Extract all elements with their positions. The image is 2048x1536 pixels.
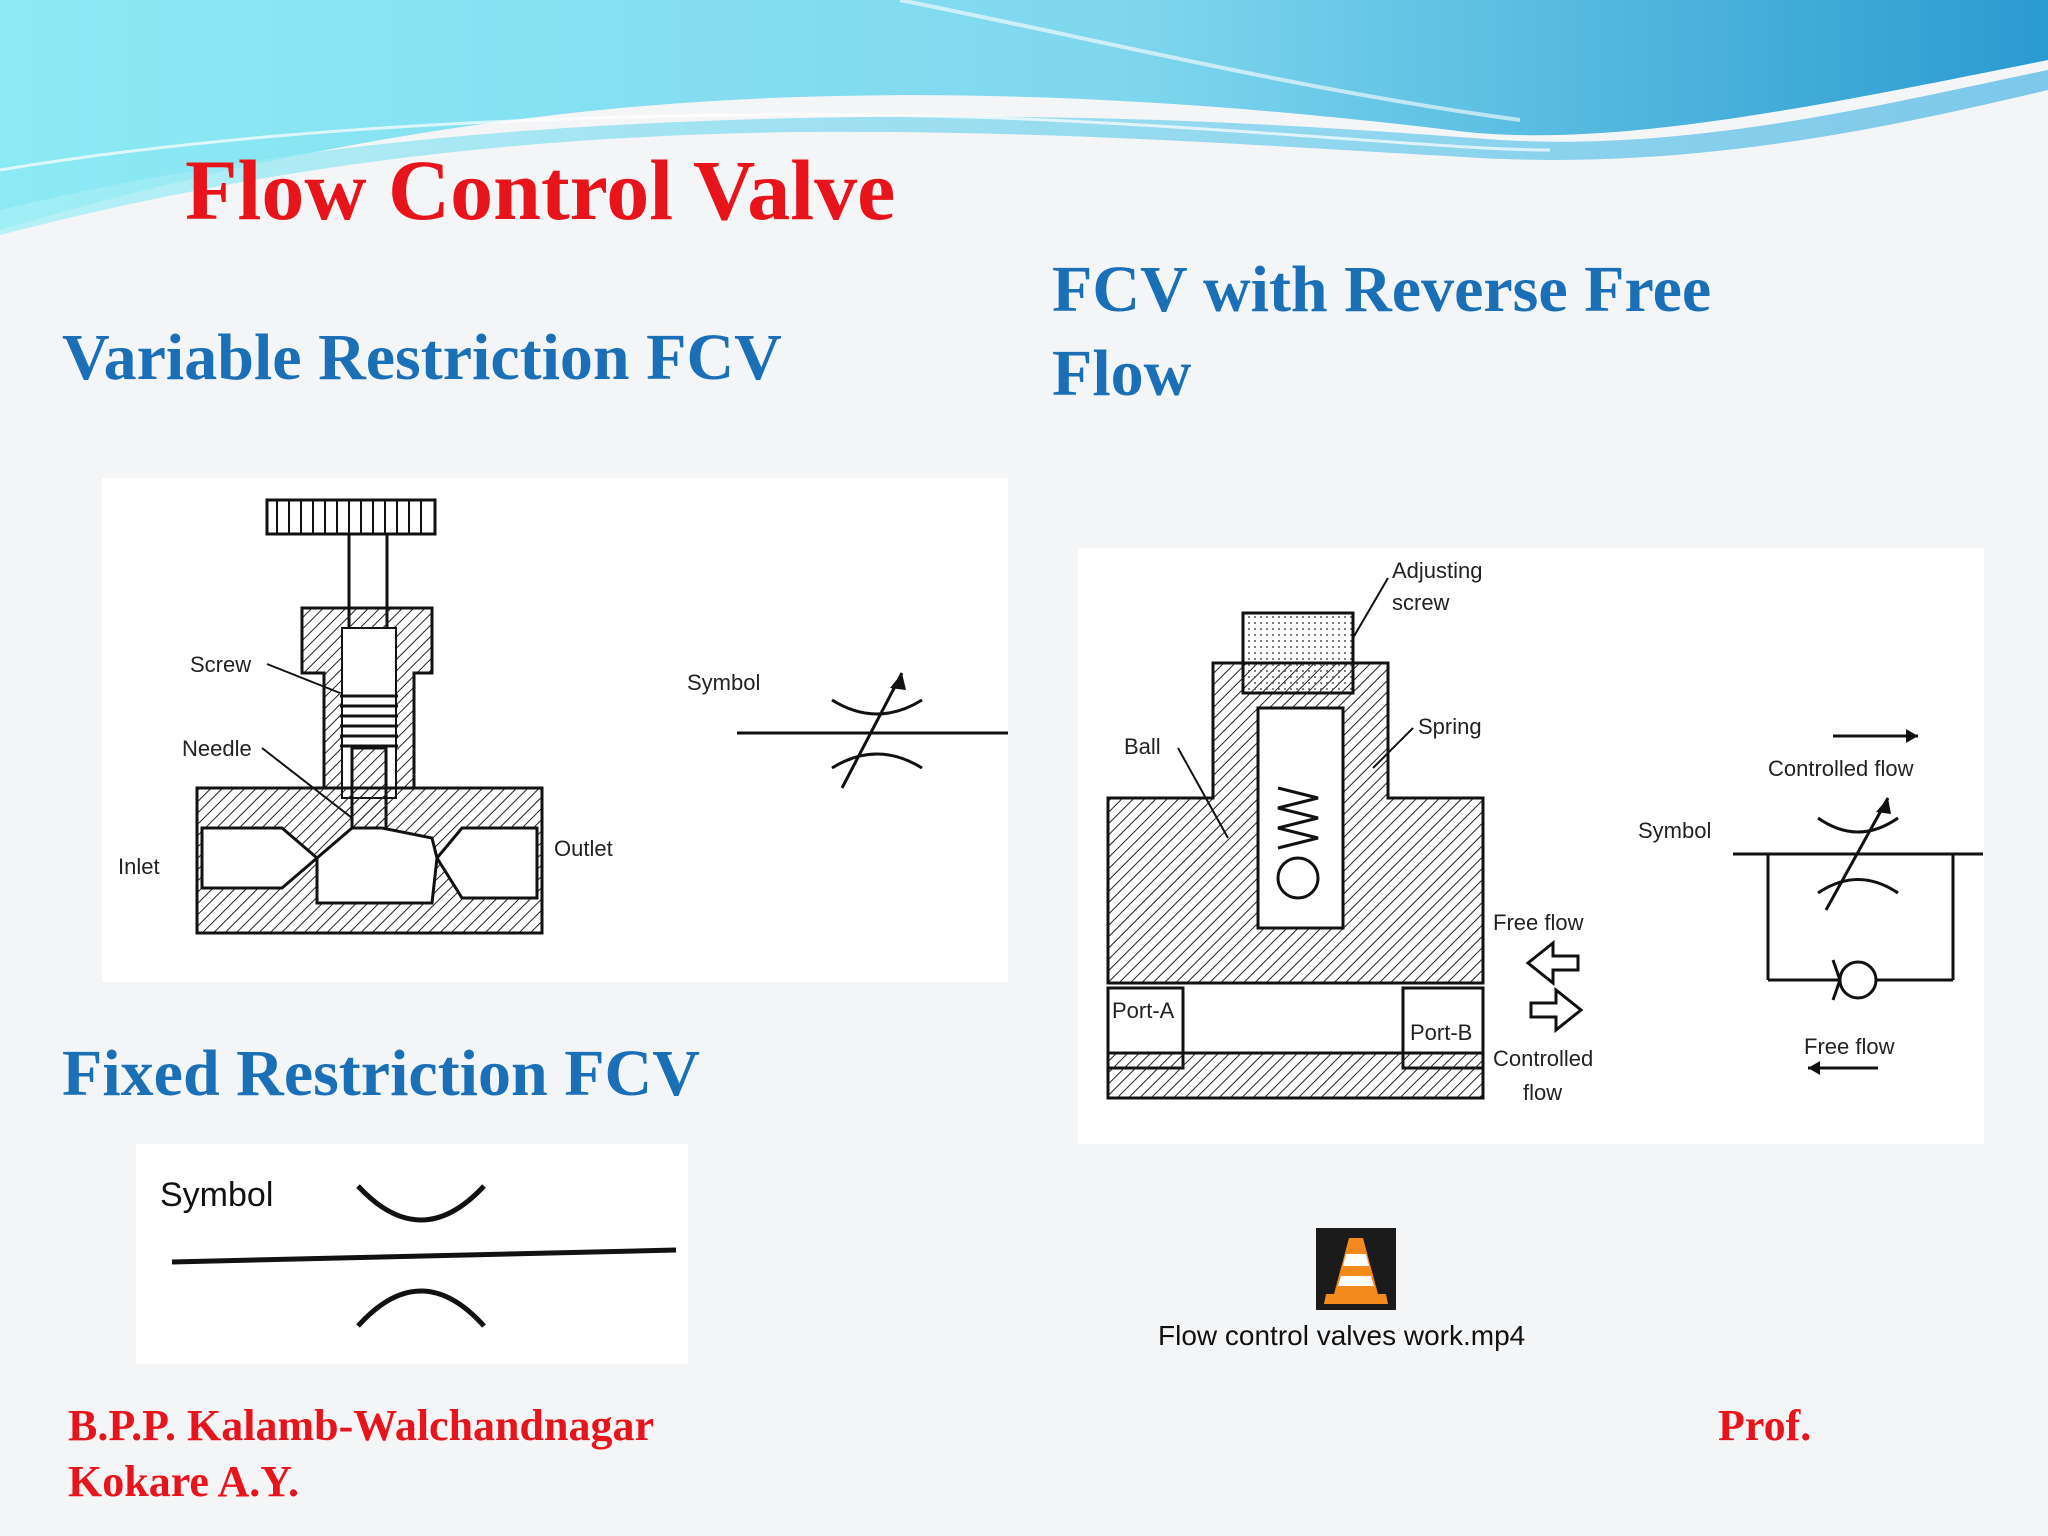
inlet-label: Inlet [118,854,160,879]
controlled-label-2: flow [1523,1080,1562,1105]
reverse-free-flow-diagram: Adjusting screw Spring Ball Port-A Port-… [1078,548,1984,1144]
outlet-label: Outlet [554,836,613,861]
reverse-symbol-label: Symbol [1638,818,1711,843]
fixed-restriction-symbol-diagram: Symbol [136,1144,688,1364]
footer-author: Kokare A.Y. [68,1457,300,1506]
fixed-symbol-label: Symbol [160,1176,273,1214]
symbol-controlled-flow-label: Controlled flow [1768,756,1914,781]
free-flow-label: Free flow [1493,910,1584,935]
fixed-restriction-heading: Fixed Restriction FCV [62,1037,700,1110]
vlc-cone-icon [1316,1228,1396,1310]
needle-label: Needle [182,736,252,761]
adjusting-label-2: screw [1392,590,1450,615]
variable-restriction-heading: Variable Restriction FCV [62,321,782,394]
port-b-label: Port-B [1410,1020,1472,1045]
reverse-flow-heading-line1: FCV with Reverse Free [1052,253,1712,326]
slide-title: Flow Control Valve [185,142,896,238]
screw-label: Screw [190,652,251,677]
spring-label: Spring [1418,714,1482,739]
ball-label: Ball [1124,734,1161,759]
variable-symbol-label: Symbol [687,670,760,695]
controlled-label-1: Controlled [1493,1046,1593,1071]
variable-restriction-diagram: Screw Needle Inlet Outlet Symbol [102,478,1008,982]
header-wave-decoration [0,0,2048,235]
port-a-label: Port-A [1112,998,1175,1023]
video-file-icon[interactable] [1316,1228,1396,1310]
footer-prof: Prof. [1718,1401,1812,1450]
footer-institution: B.P.P. Kalamb-Walchandnagar [68,1401,654,1450]
symbol-free-flow-label: Free flow [1804,1034,1895,1059]
video-filename[interactable]: Flow control valves work.mp4 [1158,1320,1526,1351]
reverse-flow-heading-line2: Flow [1052,337,1192,410]
adjusting-label-1: Adjusting [1392,558,1483,583]
